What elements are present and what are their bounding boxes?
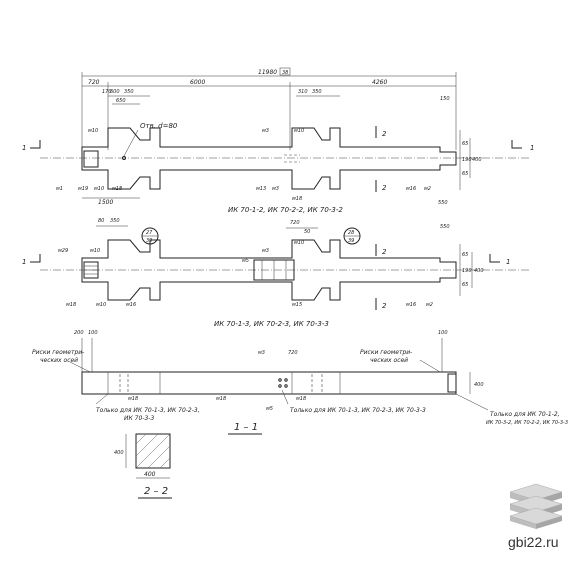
mark: м10 xyxy=(94,186,104,192)
right-dim-3: 65 xyxy=(462,171,468,177)
elevation-1-1: 200 100 720 100 Риски геометри- ческих о… xyxy=(32,330,568,435)
circle-label: 39 xyxy=(146,238,152,244)
dim-600: 600 xyxy=(110,89,120,95)
note-left: ИК 70-3-3 xyxy=(124,415,154,422)
plan-top-caption: ИК 70-1-2, ИК 70-2-2, ИК 70-3-2 xyxy=(228,206,343,214)
dim-50-mid: 50 xyxy=(304,229,310,235)
dim-width-22: 400 xyxy=(144,471,156,478)
right-dim-4: 400 xyxy=(472,157,482,163)
mark: м19 xyxy=(78,186,88,192)
section-mark: 1 xyxy=(530,144,534,152)
mark: м16 xyxy=(406,186,416,192)
right-dim-2: 190 xyxy=(462,157,472,163)
dim-350b: 350 xyxy=(312,89,322,95)
note-left: Только для ИК 70-1-3, ИК 70-2-3, xyxy=(96,407,200,414)
mark: м13 xyxy=(256,186,266,192)
dim-720-elev: 720 xyxy=(288,350,298,356)
circle-label: 28 xyxy=(348,230,354,236)
mark: м18 xyxy=(128,396,138,402)
left-axis-label: ческих осей xyxy=(40,357,78,364)
right-dim-elev: 400 xyxy=(474,382,484,388)
mark: м5 xyxy=(266,406,273,412)
left-axis-label: Риски геометри- xyxy=(32,349,84,356)
note-mid: Только для ИК 70-1-3, ИК 70-2-3, ИК 70-3… xyxy=(290,407,426,414)
mark: м18 xyxy=(216,396,226,402)
plan-mid: 80 350 720 50 550 27 39 28 39 м29 м10 м5… xyxy=(22,218,530,328)
right-axis-label: Риски геометри- xyxy=(360,349,412,356)
mark: м2 xyxy=(426,302,433,308)
dim-310: 310 xyxy=(298,89,308,95)
note-right: Только для ИК 70-1-2, xyxy=(490,411,560,418)
mark: м16 xyxy=(406,302,416,308)
mark: м16 xyxy=(126,302,136,308)
dim-1500: 1500 xyxy=(98,199,113,206)
section-title-2-2: 2 – 2 xyxy=(144,486,168,497)
right-dim: 400 xyxy=(474,268,484,274)
dim-350-mid: 350 xyxy=(110,218,120,224)
section-mark: 2 xyxy=(382,248,387,256)
dim-720-mid: 720 xyxy=(290,220,300,226)
mark: м2 xyxy=(424,186,431,192)
mark: м1 xyxy=(56,186,63,192)
mark: м10 xyxy=(90,248,100,254)
mark: м3 xyxy=(258,350,265,356)
dim-550: 550 xyxy=(438,200,448,206)
section-title-1-1: 1 – 1 xyxy=(234,422,258,433)
mark: м10 xyxy=(88,128,98,134)
dim-total-box: 38 xyxy=(282,70,288,76)
mark: м10 xyxy=(294,240,304,246)
section-mark: 1 xyxy=(22,144,26,152)
right-axis-label: ческих осей xyxy=(370,357,408,364)
plan-top: 11980 38 720 6000 4260 170 600 350 650 3… xyxy=(22,67,534,214)
right-dim: 65 xyxy=(462,252,468,258)
dim-80: 80 xyxy=(98,218,104,224)
plan-mid-caption: ИК 70-1-3, ИК 70-2-3, ИК 70-3-3 xyxy=(214,320,329,328)
circle-label: 39 xyxy=(348,238,354,244)
dim-100b: 100 xyxy=(438,330,448,336)
dim-170: 170 xyxy=(102,89,112,95)
mark: м29 xyxy=(58,248,68,254)
right-dim: 190 xyxy=(462,268,472,274)
section-mark: 2 xyxy=(382,302,387,310)
mark: м10 xyxy=(294,128,304,134)
circle-label: 27 xyxy=(146,230,153,236)
dim-550-mid: 550 xyxy=(440,224,450,230)
mark: м18 xyxy=(296,396,306,402)
right-dim: 65 xyxy=(462,282,468,288)
mark: м5 xyxy=(242,258,249,264)
mark: м18 xyxy=(66,302,76,308)
dim-mid: 6000 xyxy=(190,79,205,86)
watermark-site[interactable]: gbi22.ru xyxy=(508,534,559,550)
mark: м15 xyxy=(292,302,302,308)
mark: м18 xyxy=(292,196,302,202)
dim-150: 150 xyxy=(440,96,450,102)
dim-650: 650 xyxy=(116,98,126,104)
section-mark: 2 xyxy=(382,184,387,192)
section-mark: 2 xyxy=(382,130,387,138)
mark: м18 xyxy=(112,186,122,192)
dim-height-22: 400 xyxy=(114,450,124,456)
note-right: ИК 70-3-2, ИК 70-2-2, ИК 70-3-3 xyxy=(486,420,568,426)
mark: м3 xyxy=(262,128,269,134)
mark: м3 xyxy=(262,248,269,254)
dim-350: 350 xyxy=(124,89,134,95)
dim-left: 720 xyxy=(88,79,100,86)
dim-total: 11980 xyxy=(258,69,277,76)
section-mark: 1 xyxy=(506,258,510,266)
dim-200: 200 xyxy=(74,330,84,336)
mark: м3 xyxy=(272,186,279,192)
section-mark: 1 xyxy=(22,258,26,266)
hole-label: Отв. d=80 xyxy=(140,122,178,130)
dim-100: 100 xyxy=(88,330,98,336)
mark: м10 xyxy=(96,302,106,308)
dim-right: 4260 xyxy=(372,79,387,86)
section-2-2: 400 400 2 – 2 xyxy=(114,433,172,499)
stacked-slabs-icon xyxy=(509,483,563,529)
right-dim-1: 65 xyxy=(462,141,468,147)
